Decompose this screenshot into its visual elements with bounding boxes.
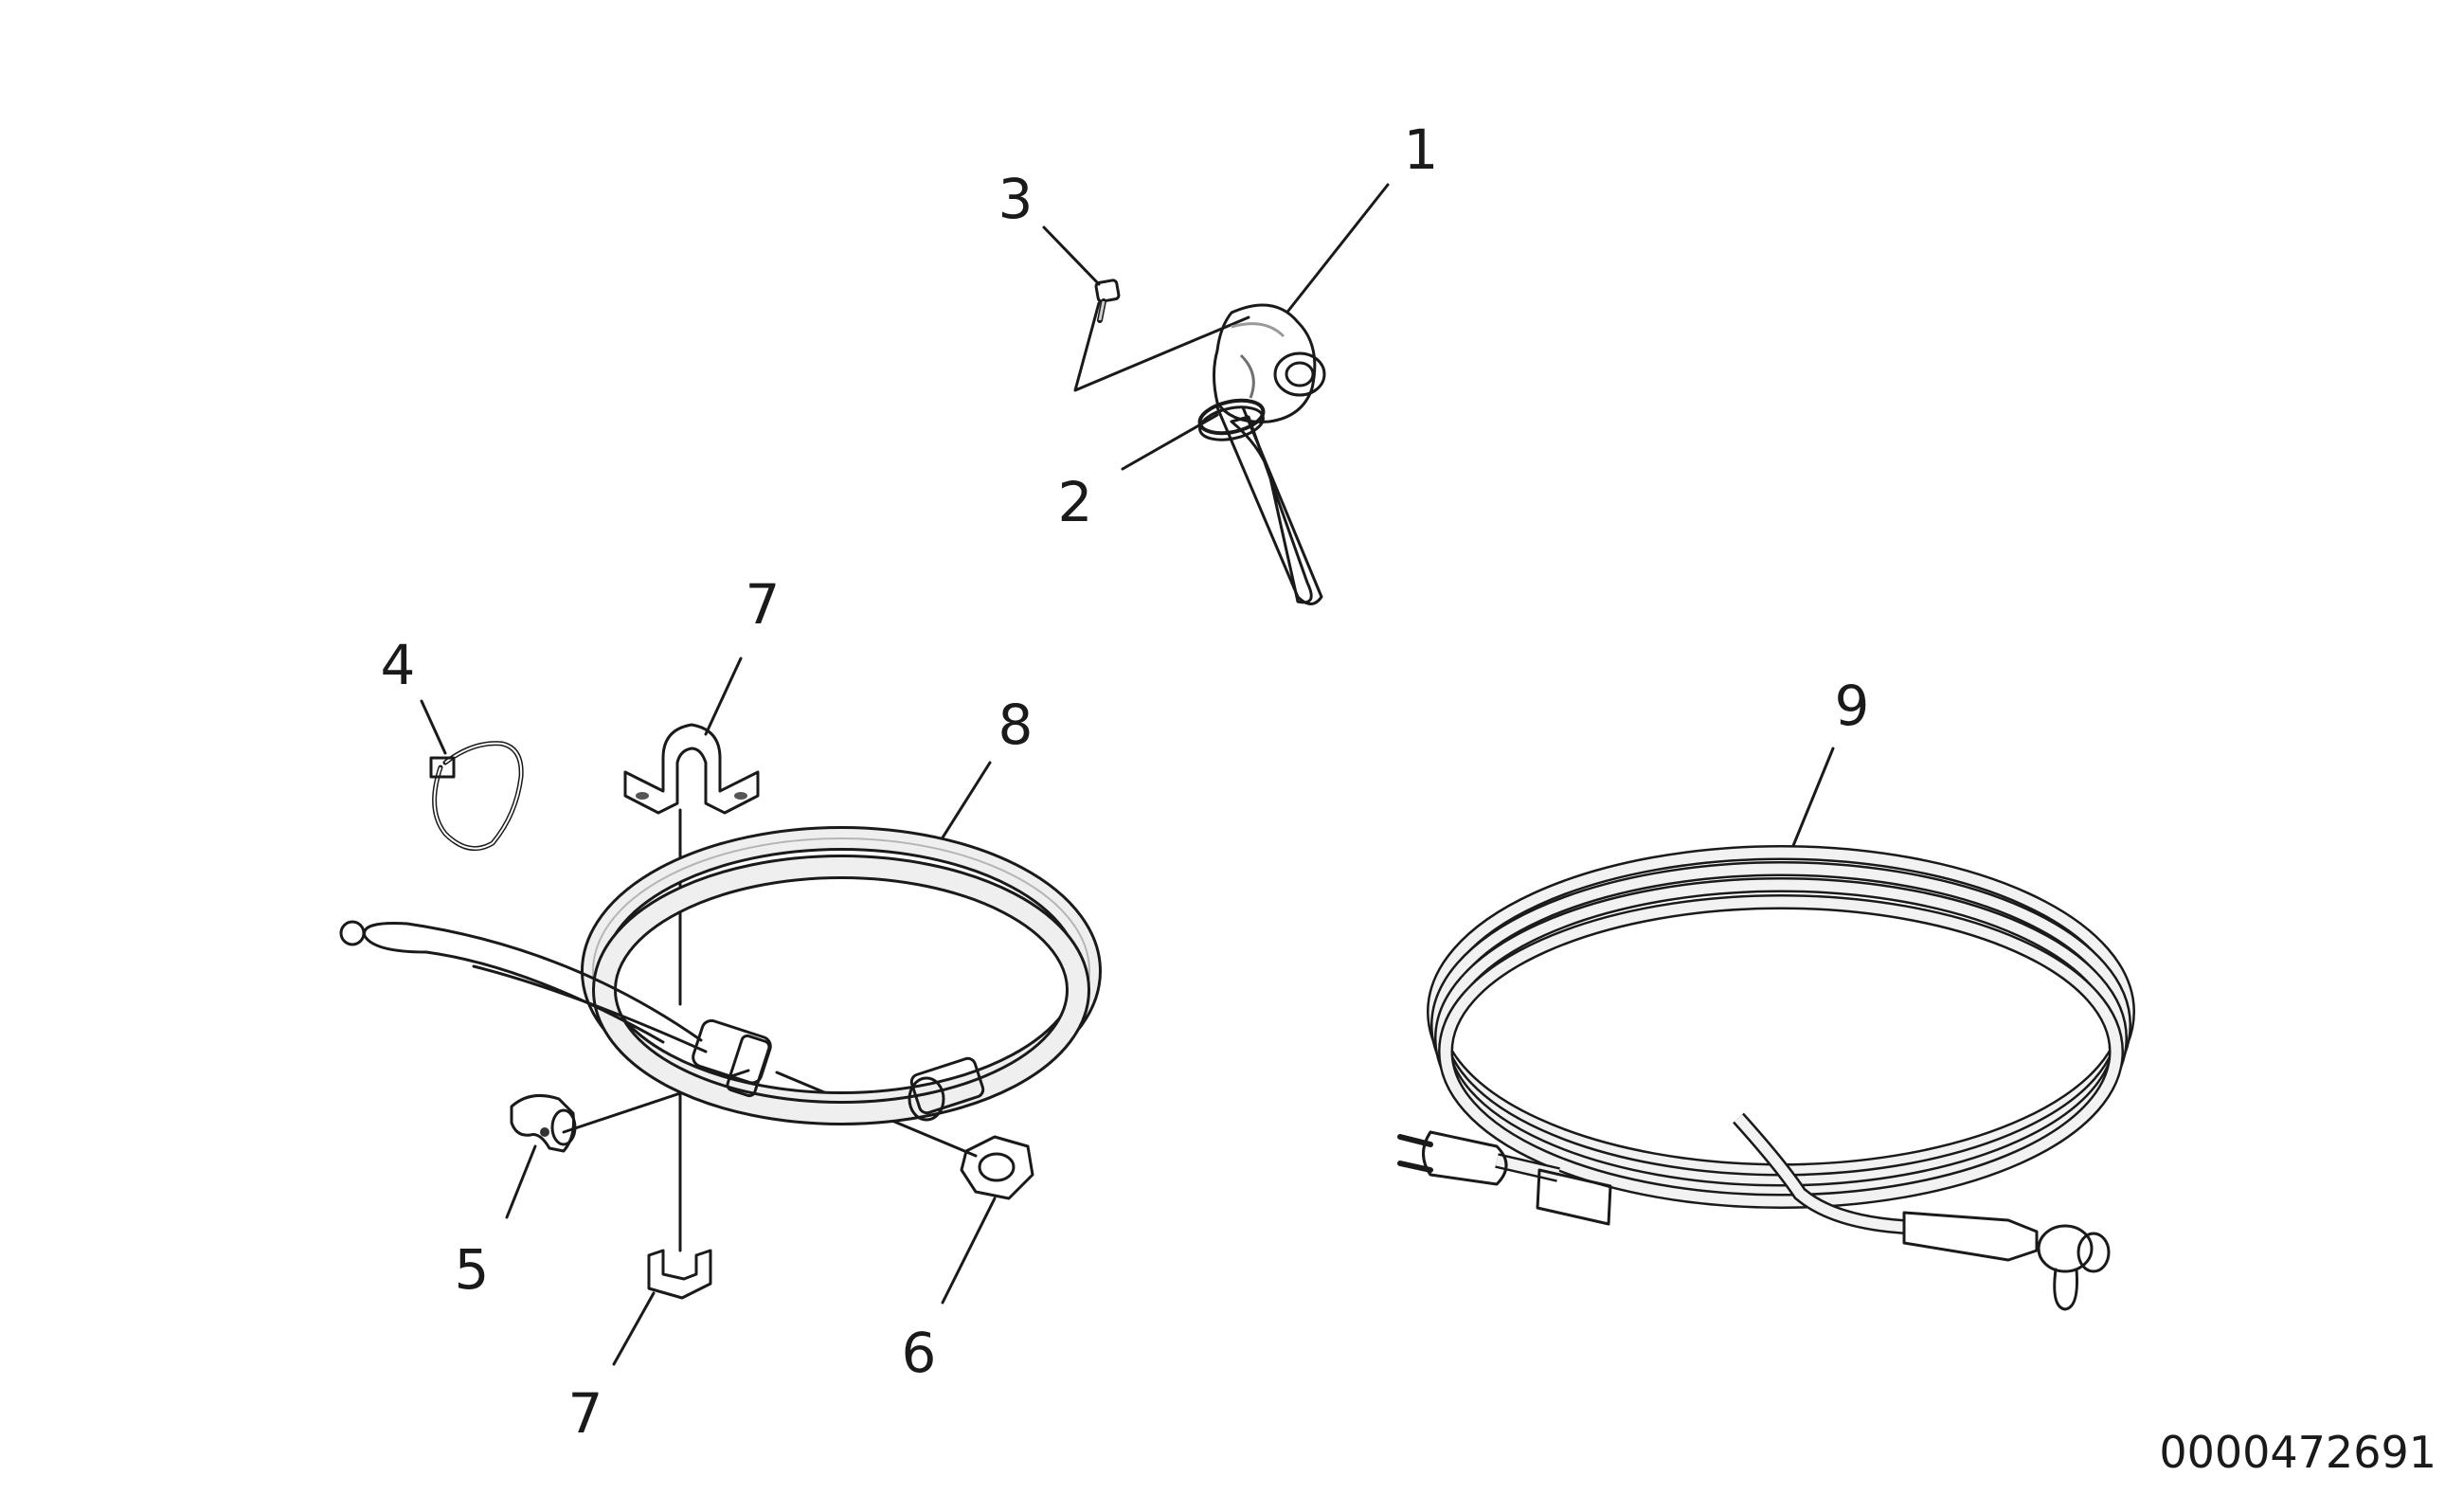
power-cord-icon <box>1397 845 2135 1311</box>
callout-5: 5 <box>454 1237 490 1302</box>
screw-icon <box>1094 279 1121 323</box>
callout-7b: 7 <box>567 1381 603 1446</box>
callout-8: 8 <box>998 693 1034 757</box>
callout-2: 2 <box>1057 470 1093 534</box>
cable-tie-icon <box>429 741 524 852</box>
callout-7a: 7 <box>745 572 781 637</box>
callout-3: 3 <box>998 167 1034 231</box>
heater-cable-icon <box>339 826 1102 1125</box>
callout-1: 1 <box>1403 117 1439 182</box>
sealing-ring-icon <box>1197 398 1266 441</box>
cable-clamp-icon <box>647 1249 712 1300</box>
callout-9: 9 <box>1834 674 1870 738</box>
document-number: 0000472691 <box>2159 1427 2436 1478</box>
assembly-line-screw <box>1073 301 1250 392</box>
hex-nut-icon <box>960 1135 1034 1200</box>
leader-line-7b <box>612 1291 656 1366</box>
heater-element-icon <box>1213 303 1326 605</box>
leader-line-5 <box>505 1144 537 1219</box>
leader-line-4 <box>420 699 447 755</box>
leader-line-7a <box>704 657 743 736</box>
cable-grommet-icon <box>510 1093 577 1153</box>
callout-4: 4 <box>380 633 416 697</box>
leader-line-9 <box>1789 747 1835 855</box>
callout-6: 6 <box>901 1321 937 1385</box>
leader-line-3 <box>1042 225 1101 286</box>
cable-clamp-icon <box>623 723 760 815</box>
leader-line-6 <box>941 1197 997 1305</box>
leader-line-1 <box>1286 183 1390 313</box>
